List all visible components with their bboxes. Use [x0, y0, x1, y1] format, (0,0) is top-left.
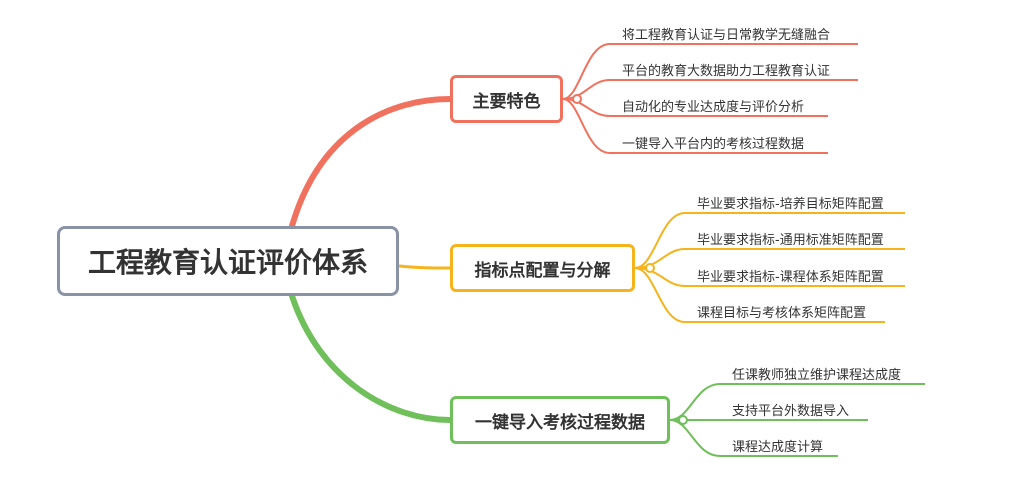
leaf-topic[interactable]: 自动化的专业达成度与评价分析: [622, 100, 805, 115]
leaf-topic[interactable]: 毕业要求指标-课程体系矩阵配置: [697, 270, 884, 285]
root-to-branch-3-link: [289, 293, 453, 423]
leaf-topic[interactable]: 支持平台外数据导入: [732, 404, 850, 419]
leaf-topic[interactable]: 毕业要求指标-通用标准矩阵配置: [697, 233, 884, 248]
root-to-branch-2-link: [398, 264, 451, 270]
branch-topic-label: 指标点配置与分解: [474, 260, 611, 281]
branch-3-collapse-dot[interactable]: [678, 415, 688, 425]
leaf-topic[interactable]: 课程达成度计算: [732, 440, 824, 455]
leaf-topic[interactable]: 一键导入平台内的考核过程数据: [622, 137, 805, 152]
leaf-topic[interactable]: 平台的教育大数据助力工程教育认证: [622, 64, 831, 79]
branch-2-collapse-dot[interactable]: [645, 263, 655, 273]
leaf-topic[interactable]: 任课教师独立维护课程达成度: [732, 368, 902, 383]
branch-topic-import-data[interactable]: 一键导入考核过程数据: [450, 396, 670, 444]
branch-2-leaf-links: [634, 212, 905, 323]
branch-topic-label: 一键导入考核过程数据: [475, 412, 645, 433]
branch-3-leaf-links: [669, 383, 925, 457]
branch-1-collapse-dot[interactable]: [572, 94, 582, 104]
leaf-topic[interactable]: 毕业要求指标-培养目标矩阵配置: [697, 197, 884, 212]
branch-topic-label: 主要特色: [472, 91, 541, 112]
branch-1-leaf-links: [562, 43, 858, 154]
root-topic[interactable]: 工程教育认证评价体系: [57, 226, 399, 296]
branch-topic-features[interactable]: 主要特色: [450, 75, 563, 123]
branch-topic-indicator-config[interactable]: 指标点配置与分解: [450, 244, 635, 292]
root-to-branch-1-link: [289, 96, 453, 229]
leaf-topic[interactable]: 将工程教育认证与日常教学无缝融合: [622, 28, 831, 43]
leaf-topic[interactable]: 课程目标与考核体系矩阵配置: [697, 306, 867, 321]
root-topic-label: 工程教育认证评价体系: [87, 246, 368, 279]
